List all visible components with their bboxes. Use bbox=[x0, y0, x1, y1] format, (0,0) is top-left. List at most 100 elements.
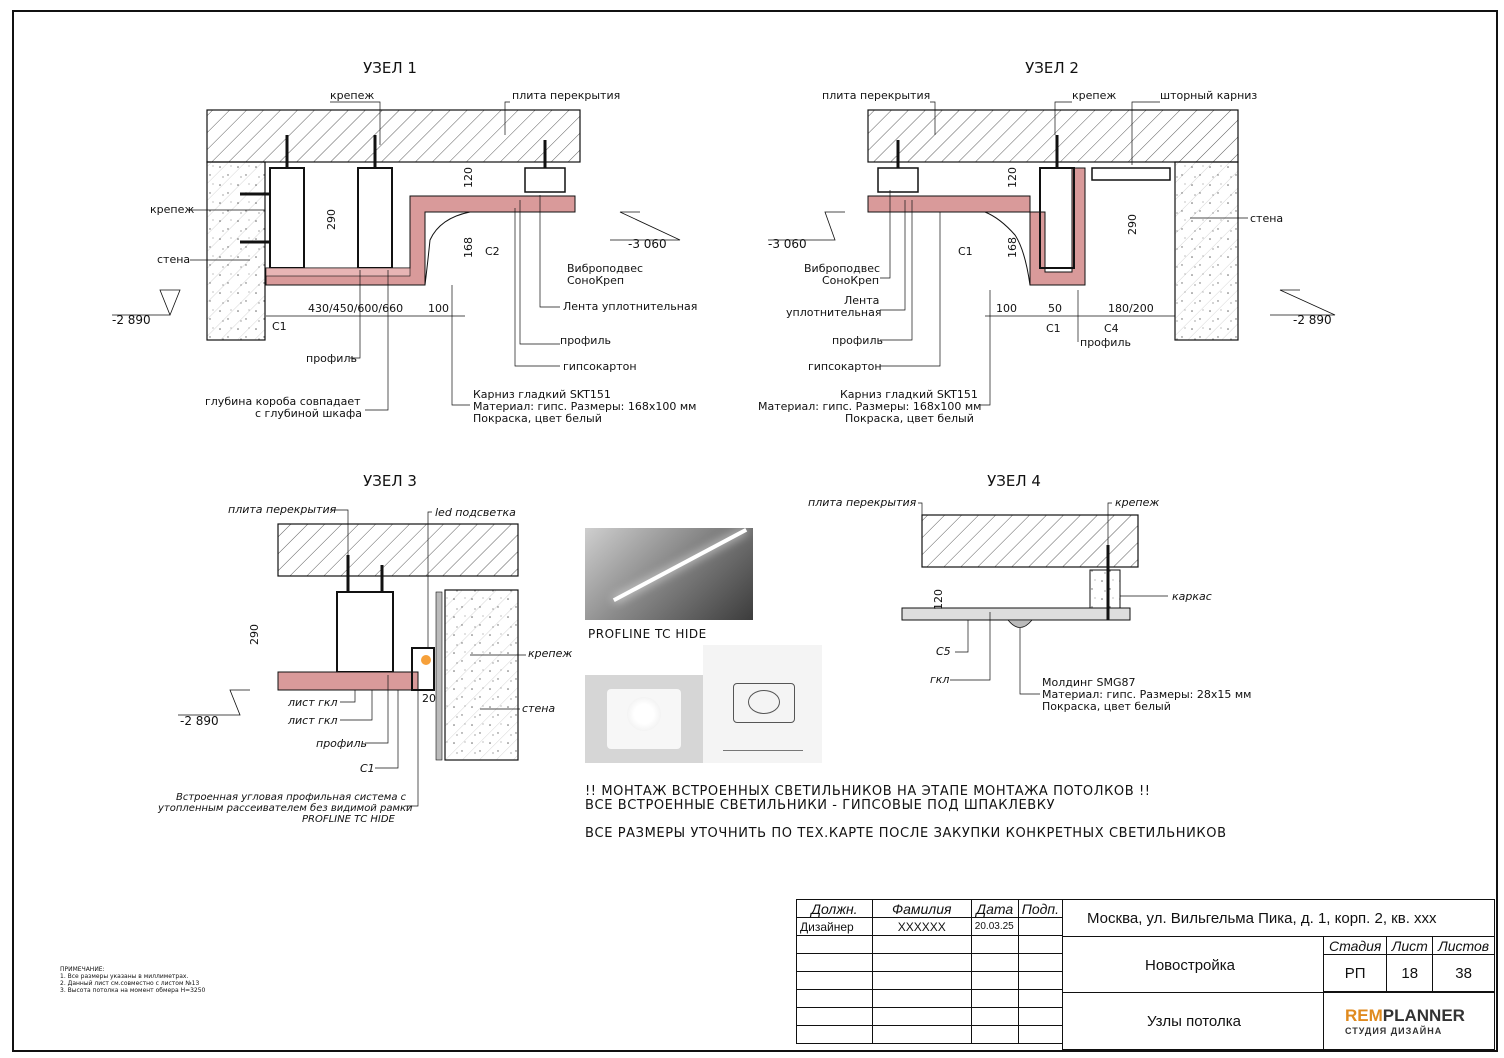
node3-label-plita: плита перекрытия bbox=[228, 503, 337, 516]
node3-dim-20: 20 bbox=[422, 692, 436, 705]
node-1: УЗЕЛ 1 290 120 168 430/450/600/660 100 -… bbox=[112, 59, 697, 425]
list: 18 bbox=[1386, 954, 1434, 992]
col-dolzhn: Должн. bbox=[796, 899, 873, 918]
node3-label-profil: профиль bbox=[316, 737, 367, 750]
node3-title: УЗЕЛ 3 bbox=[363, 472, 417, 490]
node1-title: УЗЕЛ 1 bbox=[363, 59, 417, 77]
notes: ПРИМЕЧАНИЕ: 1. Все размеры указаны в мил… bbox=[60, 966, 205, 994]
node2-dim-290: 290 bbox=[1126, 214, 1139, 235]
node3-desc3: PROFLINE TC HIDE bbox=[302, 814, 396, 825]
node1-label-krepezh: крепеж bbox=[330, 89, 374, 102]
node1-label-profil-right: профиль bbox=[560, 334, 611, 347]
logo-planner: PLANNER bbox=[1382, 1006, 1465, 1025]
node2-title: УЗЕЛ 2 bbox=[1025, 59, 1079, 77]
node1-label-stena: стена bbox=[157, 253, 190, 266]
remplanner-logo: REMPLANNER СТУДИЯ ДИЗАЙНА bbox=[1345, 1006, 1465, 1036]
node4-label-mold2: Материал: гипс. Размеры: 28х15 мм bbox=[1042, 688, 1251, 701]
node2-curtain-rail bbox=[1091, 167, 1171, 181]
node2-label-shtorny: шторный карниз bbox=[1160, 89, 1257, 102]
node2-label-vibro1: Виброподвес bbox=[804, 262, 880, 275]
node4-dim-120: 120 bbox=[932, 589, 945, 610]
node4-label-mold3: Покраска, цвет белый bbox=[1042, 700, 1171, 713]
address: Москва, ул. Вильгельма Пика, д. 1, корп.… bbox=[1087, 910, 1437, 927]
message-line-3: ВСЕ РАЗМЕРЫ УТОЧНИТЬ ПО ТЕХ.КАРТЕ ПОСЛЕ … bbox=[585, 826, 1227, 841]
node3-label-c1: C1 bbox=[360, 762, 375, 775]
signatures-table: Должн. Фамилия Дата Подп. Дизайнер XXXXX… bbox=[796, 899, 1064, 1044]
node2-dim-120: 120 bbox=[1006, 167, 1019, 188]
fixture-drawing bbox=[703, 645, 822, 763]
profline-photo bbox=[585, 528, 753, 620]
node2-label-karniz1: Карниз гладкий SKT151 bbox=[840, 388, 978, 401]
node1-label-lenta: Лента уплотнительная bbox=[563, 300, 697, 313]
node2-level-left: -3 060 bbox=[768, 237, 807, 251]
node2-label-c1: C1 bbox=[958, 245, 973, 258]
node1-level-right: -3 060 bbox=[628, 237, 667, 251]
node1-label-karniz1: Карниз гладкий SKT151 bbox=[473, 388, 611, 401]
node-2: УЗЕЛ 2 120 168 290 100 50 180/200 -3 060… bbox=[758, 59, 1336, 425]
node1-label-karniz2: Материал: гипс. Размеры: 168х100 мм bbox=[473, 400, 696, 413]
node3-level: -2 890 bbox=[180, 714, 219, 728]
node2-label-c4: C4 bbox=[1104, 322, 1119, 335]
node1-label-profil: профиль bbox=[306, 352, 357, 365]
node3-led bbox=[421, 655, 431, 665]
node2-label-lenta1: Лента bbox=[844, 294, 879, 307]
node2-label-stena: стена bbox=[1250, 212, 1283, 225]
node2-label-karniz3: Покраска, цвет белый bbox=[845, 412, 974, 425]
node1-cornice bbox=[424, 211, 471, 286]
node2-dim-168: 168 bbox=[1006, 237, 1019, 258]
note-2: 2. Данный лист см.совместно с листом №13 bbox=[60, 980, 200, 987]
node1-dim-168: 168 bbox=[462, 237, 475, 258]
node3-label-list1: лист гкл bbox=[287, 696, 338, 709]
node4-label-krepezh: крепеж bbox=[1115, 496, 1159, 509]
node-4: УЗЕЛ 4 120 плита перекрытия крепеж карка… bbox=[808, 472, 1251, 713]
node1-profile-left bbox=[269, 167, 305, 269]
name: XXXXXX bbox=[871, 917, 972, 936]
node1-label-vibro2: СоноКреп bbox=[567, 274, 624, 287]
object: Новостройка bbox=[1145, 957, 1235, 974]
node1-label-gipsokarton: гипсокартон bbox=[563, 360, 637, 373]
node2-dim-50: 50 bbox=[1048, 302, 1062, 315]
node3-desc1: Встроенная угловая профильная система с bbox=[176, 792, 407, 803]
fixture-photo bbox=[585, 675, 703, 763]
node-3: УЗЕЛ 3 290 20 -2 890 плита перекрытия le… bbox=[157, 472, 572, 825]
node1-slab bbox=[206, 109, 581, 163]
drawing-frame bbox=[12, 10, 1498, 1052]
node2-label-karniz2: Материал: гипс. Размеры: 168х100 мм bbox=[758, 400, 981, 413]
profline-caption: PROFLINE TC HIDE bbox=[588, 627, 707, 641]
stadia: РП bbox=[1322, 954, 1388, 992]
node4-slab bbox=[921, 514, 1139, 568]
node1-label-c2: C2 bbox=[485, 245, 500, 258]
node3-label-list2: лист гкл bbox=[287, 714, 338, 727]
node1-label-glubina1: глубина короба совпадает bbox=[205, 395, 361, 408]
node2-dim-180: 180/200 bbox=[1108, 302, 1154, 315]
node2-label-c1b: C1 bbox=[1046, 322, 1061, 335]
col-familia: Фамилия bbox=[871, 899, 972, 918]
node4-label-karkas: каркас bbox=[1172, 590, 1212, 603]
node1-dim-290: 290 bbox=[325, 209, 338, 230]
node3-desc2: утопленным рассеивателем без видимой рам… bbox=[157, 802, 413, 814]
col-podp: Подп. bbox=[1017, 899, 1064, 918]
note-3: 3. Высота потолка на момент обмера Н=325… bbox=[60, 987, 206, 994]
list-label: Лист bbox=[1386, 936, 1434, 955]
note-1: 1. Все размеры указаны в миллиметрах. bbox=[60, 973, 189, 980]
node2-dim-100: 100 bbox=[996, 302, 1017, 315]
node3-gkl bbox=[277, 671, 419, 691]
node2-label-plita: плита перекрытия bbox=[822, 89, 930, 102]
node1-gkl bbox=[265, 195, 576, 286]
stadia-label: Стадия bbox=[1322, 936, 1388, 955]
node1-profile-right bbox=[357, 167, 393, 269]
node1-level: -2 890 bbox=[112, 313, 151, 327]
node2-label-gipsokarton: гипсокартон bbox=[808, 360, 882, 373]
node2-cornice bbox=[984, 211, 1031, 286]
node1-label-c1: C1 bbox=[272, 320, 287, 333]
node1-dim-430: 430/450/600/660 bbox=[308, 302, 403, 315]
node4-label-plita: плита перекрытия bbox=[808, 496, 917, 509]
logo-rem: REM bbox=[1345, 1006, 1383, 1025]
node4-molding bbox=[1007, 619, 1033, 628]
node4-label-c5: C5 bbox=[936, 645, 951, 658]
col-data: Дата bbox=[970, 899, 1019, 918]
notes-title: ПРИМЕЧАНИЕ: bbox=[60, 966, 105, 973]
logo-sub: СТУДИЯ ДИЗАЙНА bbox=[1345, 1026, 1443, 1036]
node2-slab bbox=[867, 109, 1239, 163]
date: 20.03.25 bbox=[970, 917, 1019, 936]
